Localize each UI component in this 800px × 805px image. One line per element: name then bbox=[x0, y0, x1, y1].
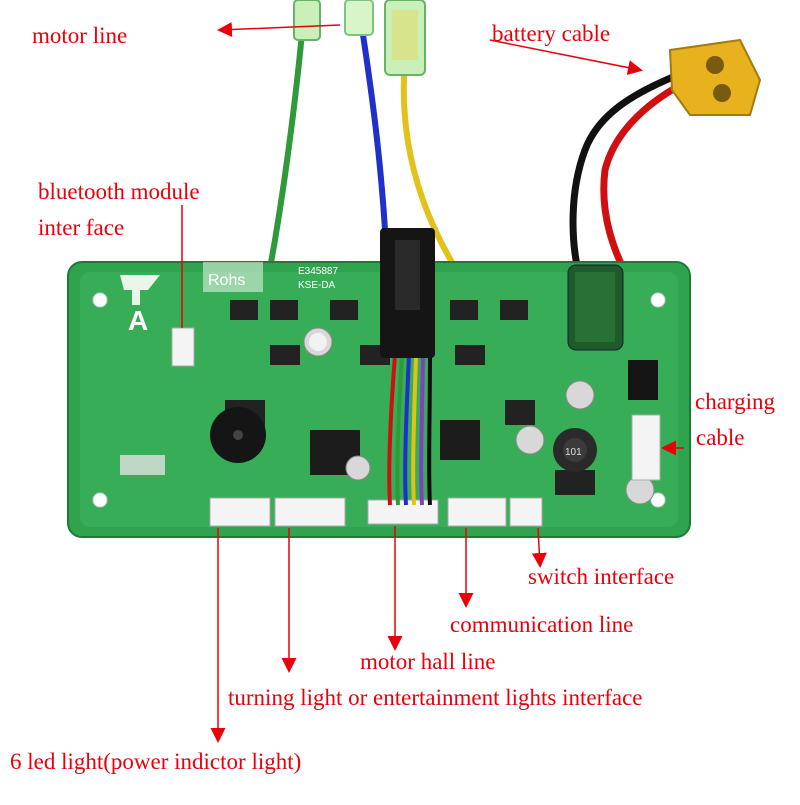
chips bbox=[225, 300, 595, 495]
charging-cable-line1: charging bbox=[695, 389, 776, 414]
pcb-board: Rohs A E345887 KSE-DA 101 bbox=[67, 261, 691, 538]
chip-text-1: E345887 bbox=[298, 266, 338, 277]
inductor-icon bbox=[553, 428, 597, 472]
battery-cable-arrow bbox=[489, 39, 643, 76]
hall-connector bbox=[367, 499, 439, 525]
battery-cable-label: battery cable bbox=[492, 21, 611, 46]
charging-cable-label: charging cable bbox=[695, 384, 775, 456]
charging-cable-line2: cable bbox=[696, 425, 745, 450]
switch-interface-arrow bbox=[531, 527, 547, 568]
communication-line-label: communication line bbox=[450, 612, 634, 637]
motor-line-arrow bbox=[217, 22, 341, 37]
turning-light-label: turning light or entertainment lights in… bbox=[228, 685, 643, 710]
diode-icon bbox=[628, 360, 658, 400]
turning-light-connector bbox=[274, 497, 346, 527]
charging-connector bbox=[631, 414, 661, 481]
logo-letter: A bbox=[128, 305, 148, 336]
inductor-text: 101 bbox=[565, 447, 582, 458]
logo-icon bbox=[120, 275, 160, 305]
annotation-arrows bbox=[181, 22, 684, 743]
bluetooth-module-line2: inter face bbox=[38, 215, 125, 240]
capacitors bbox=[303, 264, 655, 505]
motor-line-label: motor line bbox=[32, 23, 128, 48]
hall-cable-bundle bbox=[380, 228, 435, 506]
led-light-label: 6 led light(power indictor light) bbox=[10, 749, 302, 774]
switch-connector bbox=[509, 497, 543, 527]
bluetooth-module-line1: bluetooth module bbox=[38, 179, 200, 204]
chip-text-2: KSE-DA bbox=[298, 280, 336, 291]
xt60-connector-icon bbox=[668, 38, 762, 116]
brand-text: Rohs bbox=[208, 272, 245, 289]
switch-interface-label: switch interface bbox=[528, 564, 675, 589]
battery-cable bbox=[569, 38, 762, 356]
communication-connector bbox=[447, 497, 507, 527]
led-light-connector bbox=[209, 497, 271, 527]
bluetooth-module-label: bluetooth module inter face bbox=[38, 174, 200, 246]
bluetooth-connector bbox=[171, 327, 195, 367]
motor-hall-line-label: motor hall line bbox=[360, 649, 496, 674]
